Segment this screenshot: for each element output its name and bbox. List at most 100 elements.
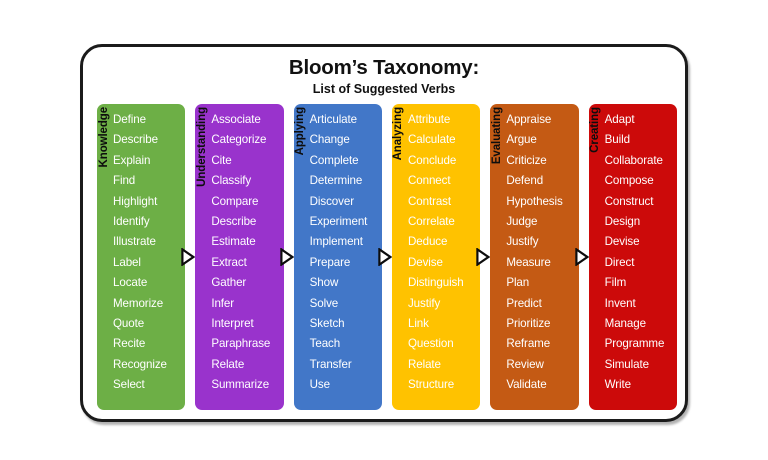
verb-item: Estimate	[211, 235, 256, 249]
verb-item: Devise	[407, 255, 443, 269]
verb-item: Relate	[407, 357, 441, 371]
verb-item: Summarize	[211, 378, 270, 392]
verb-item: Gather	[211, 276, 247, 290]
verb-item: Attribute	[407, 113, 451, 126]
verb-item: Direct	[604, 255, 635, 269]
verb-item: Correlate	[407, 214, 455, 228]
verb-item: Programme	[604, 337, 665, 351]
verb-item: Calculate	[407, 133, 456, 147]
verb-item: Design	[604, 214, 641, 228]
verb-item: Simulate	[604, 357, 649, 371]
verb-item: Collaborate	[604, 153, 663, 167]
verb-item: Adapt	[604, 113, 635, 126]
page-title: Bloom’s Taxonomy:	[288, 56, 480, 79]
verb-item: Contrast	[407, 194, 452, 208]
verb-item: Film	[604, 276, 627, 290]
header: Bloom’s Taxonomy: List of Suggested Verb…	[83, 56, 685, 96]
verb-item: Classify	[211, 174, 252, 188]
verb-item: Recite	[113, 337, 146, 351]
verb-item: Prioritize	[506, 316, 551, 330]
verb-item: Define	[113, 113, 146, 126]
verb-item: Write	[604, 378, 631, 392]
verb-item: Transfer	[309, 357, 352, 371]
verb-item: Sketch	[309, 316, 345, 330]
triangle-right-icon	[279, 248, 294, 266]
verb-item: Use	[309, 378, 330, 392]
verb-item: Structure	[407, 378, 455, 392]
verb-item: Hypothesis	[506, 194, 563, 208]
triangle-right-icon	[378, 248, 392, 266]
verb-item: Cite	[211, 153, 232, 167]
triangle-right-icon	[181, 248, 196, 266]
verb-item: Justify	[407, 296, 441, 310]
verb-item: Identify	[113, 214, 150, 228]
verb-item: Predict	[506, 296, 542, 310]
verb-item: Distinguish	[407, 276, 464, 290]
verb-item: Judge	[506, 214, 538, 228]
verb-item: Relate	[211, 357, 245, 371]
verb-item: Invent	[604, 296, 636, 310]
verb-item: Build	[604, 133, 630, 147]
verb-item: Connect	[407, 174, 451, 188]
verb-item: Describe	[211, 214, 257, 228]
verb-item: Highlight	[113, 194, 158, 208]
verb-item: Teach	[309, 337, 341, 351]
verb-item: Illustrate	[113, 235, 156, 249]
verb-item: Complete	[309, 153, 359, 167]
verb-item: Locate	[113, 276, 148, 290]
verb-item: Paraphrase	[211, 337, 271, 351]
verb-item: Criticize	[506, 153, 547, 167]
verb-item: Argue	[506, 133, 537, 147]
verb-item: Compare	[211, 194, 259, 208]
verb-item: Select	[113, 378, 145, 392]
verb-item: Validate	[506, 378, 547, 392]
verb-item: Articulate	[309, 113, 357, 126]
diagram-card: Bloom’s Taxonomy: List of Suggested Verb…	[80, 44, 688, 422]
verb-item: Categorize	[211, 133, 267, 147]
verb-item: Quote	[113, 316, 145, 330]
triangle-right-icon	[476, 248, 491, 266]
verb-item: Devise	[604, 235, 640, 249]
verb-item: Change	[309, 133, 350, 147]
verb-item: Plan	[506, 276, 530, 290]
verb-item: Extract	[211, 255, 247, 269]
verb-item: Measure	[506, 255, 551, 269]
verb-item: Compose	[604, 174, 654, 188]
verb-item: Discover	[309, 194, 354, 208]
verb-item: Memorize	[113, 296, 164, 310]
verb-item: Review	[506, 357, 544, 371]
verb-item: Recognize	[113, 357, 167, 371]
verb-item: Describe	[113, 133, 158, 147]
verb-item: Question	[407, 337, 454, 351]
verb-item: Explain	[113, 153, 151, 167]
verb-item: Interpret	[211, 316, 254, 330]
verb-item: Infer	[211, 296, 235, 310]
verb-item: Experiment	[309, 214, 368, 228]
verb-item: Label	[113, 255, 141, 269]
page-subtitle: List of Suggested Verbs	[312, 81, 456, 96]
verb-item: Deduce	[407, 235, 448, 249]
verb-item: Justify	[506, 235, 539, 249]
verb-item: Conclude	[407, 153, 457, 167]
verb-item: Prepare	[309, 255, 351, 269]
verb-item: Defend	[506, 174, 544, 188]
